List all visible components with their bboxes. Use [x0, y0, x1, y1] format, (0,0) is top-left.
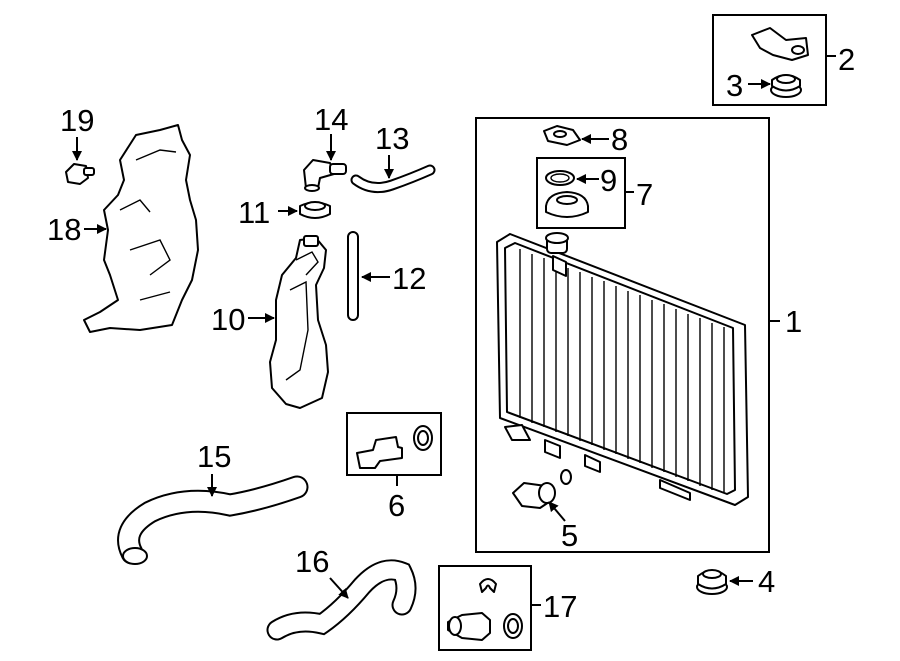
- air-guide-group: 18: [47, 124, 199, 333]
- retaining-clip: [479, 578, 497, 593]
- callout-15: 15: [197, 439, 231, 474]
- drain-kit-group: 6: [346, 412, 442, 523]
- bolt-group: 19: [60, 103, 95, 185]
- lower-hose-group: 16: [266, 544, 417, 641]
- callout-8: 8: [611, 122, 628, 157]
- bracket-group: 2 3: [712, 14, 855, 106]
- reserve-tank-group: 10: [211, 235, 329, 409]
- connector-kit-group: 17: [438, 565, 577, 651]
- radiator-assembly-group: 1: [475, 117, 802, 553]
- radiator-frame: [475, 117, 770, 553]
- callout-5: 5: [561, 518, 578, 553]
- callout-10: 10: [211, 302, 245, 337]
- callout-9: 9: [600, 163, 617, 198]
- air-guide: [83, 124, 199, 333]
- bolt: [65, 163, 89, 185]
- callout-4: 4: [758, 564, 775, 599]
- connector-kit-frame: [438, 565, 532, 651]
- callout-7: 7: [636, 177, 653, 212]
- upper-bracket: [751, 27, 809, 61]
- lower-hose: [268, 561, 415, 639]
- callout-14: 14: [314, 102, 348, 137]
- overflow-tube-group: 12: [347, 231, 426, 321]
- cap-gasket: [545, 170, 575, 186]
- radiator-core: [496, 232, 749, 506]
- callout-6: 6: [388, 488, 405, 523]
- small-hose: [352, 166, 434, 192]
- upper-cushion: [770, 74, 802, 98]
- bracket-frame: [712, 14, 827, 106]
- upper-hose-group: 15: [117, 439, 309, 565]
- drain-plug-group: 5: [512, 469, 578, 553]
- reserve-cap-group: 11: [238, 195, 331, 230]
- hose-fitting: [303, 159, 335, 189]
- callout-11: 11: [238, 195, 270, 230]
- callout-18: 18: [47, 212, 81, 247]
- cap-group: 8 9 7: [536, 122, 653, 229]
- callout-17: 17: [543, 589, 577, 624]
- reserve-tank: [269, 237, 329, 409]
- callout-2: 2: [838, 42, 855, 77]
- overflow-tube: [347, 231, 359, 321]
- upper-hose: [119, 477, 307, 563]
- callout-16: 16: [295, 544, 329, 579]
- drain-washer: [560, 469, 572, 485]
- callout-19: 19: [60, 103, 94, 138]
- small-hose-group: 13: [350, 121, 436, 194]
- callout-1: 1: [785, 304, 802, 339]
- callout-13: 13: [375, 121, 409, 156]
- callout-12: 12: [392, 261, 426, 296]
- lower-cushion-group: 4: [696, 564, 775, 599]
- drain-kit-frame: [346, 412, 442, 476]
- hose-fitting-group: 14: [303, 102, 348, 192]
- callout-3: 3: [726, 68, 743, 103]
